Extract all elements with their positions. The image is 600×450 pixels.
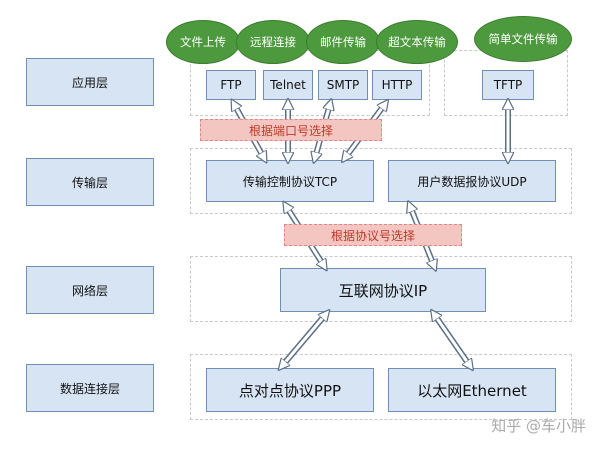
- note-protocol-select: 根据协议号选择: [284, 224, 462, 246]
- bubble-file-upload: 文件上传: [166, 20, 240, 64]
- protocol-ethernet: 以太网Ethernet: [388, 368, 556, 412]
- protocol-ftp: FTP: [206, 70, 256, 100]
- bubble-remote-login: 远程连接: [236, 20, 310, 64]
- network-group-frame: [190, 256, 572, 322]
- protocol-telnet: Telnet: [263, 70, 313, 100]
- watermark: 知乎 @车小胖: [491, 417, 586, 435]
- protocol-ip: 互联网协议IP: [280, 268, 486, 312]
- layer-application: 应用层: [26, 58, 154, 106]
- protocol-tcp: 传输控制协议TCP: [206, 160, 374, 202]
- protocol-udp: 用户数据报协议UDP: [388, 160, 556, 202]
- protocol-http: HTTP: [372, 70, 422, 100]
- protocol-smtp: SMTP: [318, 70, 368, 100]
- bubble-mail: 邮件传输: [306, 20, 380, 64]
- note-port-select: 根据端口号选择: [200, 119, 382, 141]
- layer-network: 网络层: [26, 266, 154, 314]
- bubble-hypertext: 超文本传输: [376, 20, 458, 64]
- protocol-tftp: TFTP: [482, 70, 534, 100]
- layer-datalink: 数据连接层: [26, 364, 154, 412]
- datalink-group-frame: [190, 354, 572, 420]
- bubble-simple-file: 简单文件传输: [474, 16, 572, 62]
- layer-transport: 传输层: [26, 158, 154, 206]
